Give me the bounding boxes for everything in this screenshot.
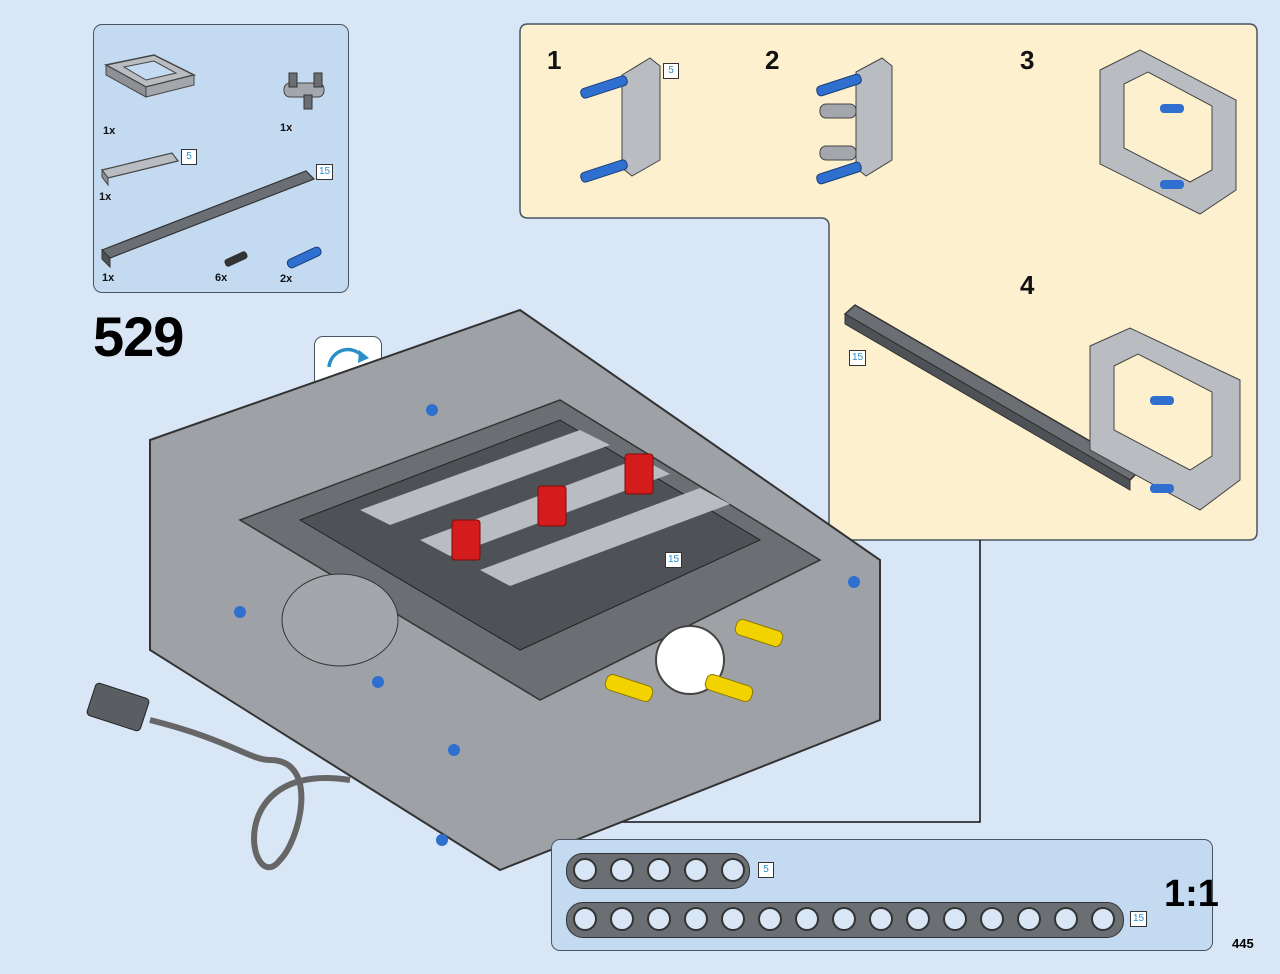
sub-step-number: 4 — [1020, 270, 1035, 300]
ruler-beam-15 — [566, 902, 1124, 938]
scale-ruler-panel: 5 15 — [551, 839, 1213, 951]
beam-hole — [573, 907, 597, 931]
part-qty: 6x — [215, 272, 228, 284]
connector-part-image — [283, 72, 325, 110]
beam-length-callout: 15 — [316, 164, 334, 180]
scale-label: 1:1 — [1164, 873, 1219, 915]
main-model-image — [86, 308, 881, 872]
beam-5-part-image — [100, 152, 180, 187]
part-qty: 1x — [280, 122, 293, 134]
beam-length-callout: 15 — [849, 350, 867, 366]
sub-step-3-image — [1099, 49, 1237, 215]
beam-length-callout: 5 — [758, 862, 774, 878]
beam-hole — [906, 907, 930, 931]
beam-hole — [610, 907, 634, 931]
assembly-arrow-line — [545, 540, 981, 823]
sub-step-number: 3 — [1020, 45, 1035, 75]
sub-step-2-image — [816, 57, 893, 185]
beam-length-callout: 15 — [665, 552, 683, 568]
sub-step-4-image — [843, 304, 1241, 511]
sub-step-number: 1 — [547, 45, 562, 75]
beam-hole — [647, 907, 671, 931]
beam-hole — [573, 858, 597, 882]
parts-illustrations — [100, 54, 325, 269]
part-qty: 1x — [99, 191, 112, 203]
sub-step-1-image — [580, 57, 661, 183]
beam-length-callout: 5 — [663, 63, 679, 79]
blue-pin-part-image — [286, 246, 322, 269]
beam-hole — [1054, 907, 1078, 931]
beam-hole — [980, 907, 1004, 931]
part-qty: 2x — [280, 273, 293, 285]
beam-hole — [1017, 907, 1041, 931]
beam-length-callout: 5 — [181, 149, 197, 165]
beam-hole — [758, 907, 782, 931]
beam-hole — [610, 858, 634, 882]
beam-hole — [647, 858, 671, 882]
parts-list-panel: 1x 1x 1x 5 15 1x 6x 2x — [93, 24, 349, 293]
beam-15-part-image — [100, 170, 316, 269]
frame-part-image — [103, 54, 197, 98]
black-pin-part-image — [224, 251, 248, 267]
beam-length-callout: 15 — [1130, 911, 1148, 927]
beam-hole — [684, 907, 708, 931]
beam-hole — [869, 907, 893, 931]
page-number: 445 — [1232, 936, 1254, 951]
part-qty: 1x — [103, 125, 116, 137]
beam-hole — [721, 858, 745, 882]
part-qty: 1x — [102, 272, 115, 284]
ruler-beam-5 — [566, 853, 750, 889]
beam-hole — [943, 907, 967, 931]
beam-hole — [832, 907, 856, 931]
beam-hole — [795, 907, 819, 931]
step-number: 529 — [93, 305, 184, 368]
beam-hole — [684, 858, 708, 882]
sub-step-number: 2 — [765, 45, 780, 75]
beam-hole — [1091, 907, 1115, 931]
beam-hole — [721, 907, 745, 931]
